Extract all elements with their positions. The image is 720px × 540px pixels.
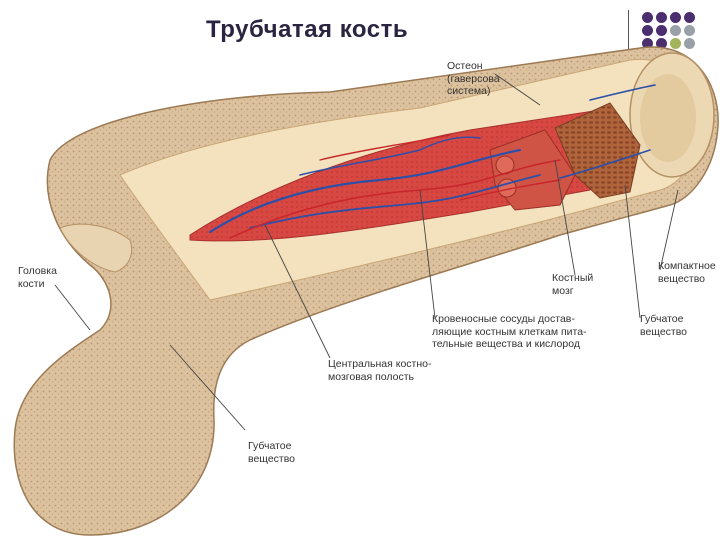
slide-title: Трубчатая кость (206, 16, 409, 43)
label-compact-substance: Компактное вещество (658, 260, 716, 285)
decor-dot (642, 38, 653, 49)
decor-dot (656, 38, 667, 49)
decor-dot (670, 25, 681, 36)
label-bone-head: Головка кости (18, 265, 57, 290)
decor-dot (684, 38, 695, 49)
decor-dot (642, 12, 653, 23)
label-spongy-substance-right: Губчатое вещество (640, 313, 688, 338)
label-osteon: Остеон (гаверсова система) (447, 60, 500, 97)
label-blood-vessels: Кровеносные сосуды достав- ляющие костны… (432, 313, 587, 350)
decor-dot (684, 25, 695, 36)
label-spongy-substance-left: Губчатое вещество (248, 440, 296, 465)
decor-dot (642, 25, 653, 36)
decorative-dot-grid (640, 10, 720, 50)
leader-lines (54, 73, 679, 431)
label-medullary-cavity: Центральная костно- мозговая полость (328, 358, 432, 383)
decor-dot (656, 25, 667, 36)
decor-dot (656, 12, 667, 23)
blood-vessels (208, 84, 656, 239)
decor-dot (670, 12, 681, 23)
decor-dot (684, 12, 695, 23)
title-divider (628, 10, 629, 50)
label-bone-marrow: Костный мозг (552, 272, 594, 297)
decor-dot (670, 38, 681, 49)
